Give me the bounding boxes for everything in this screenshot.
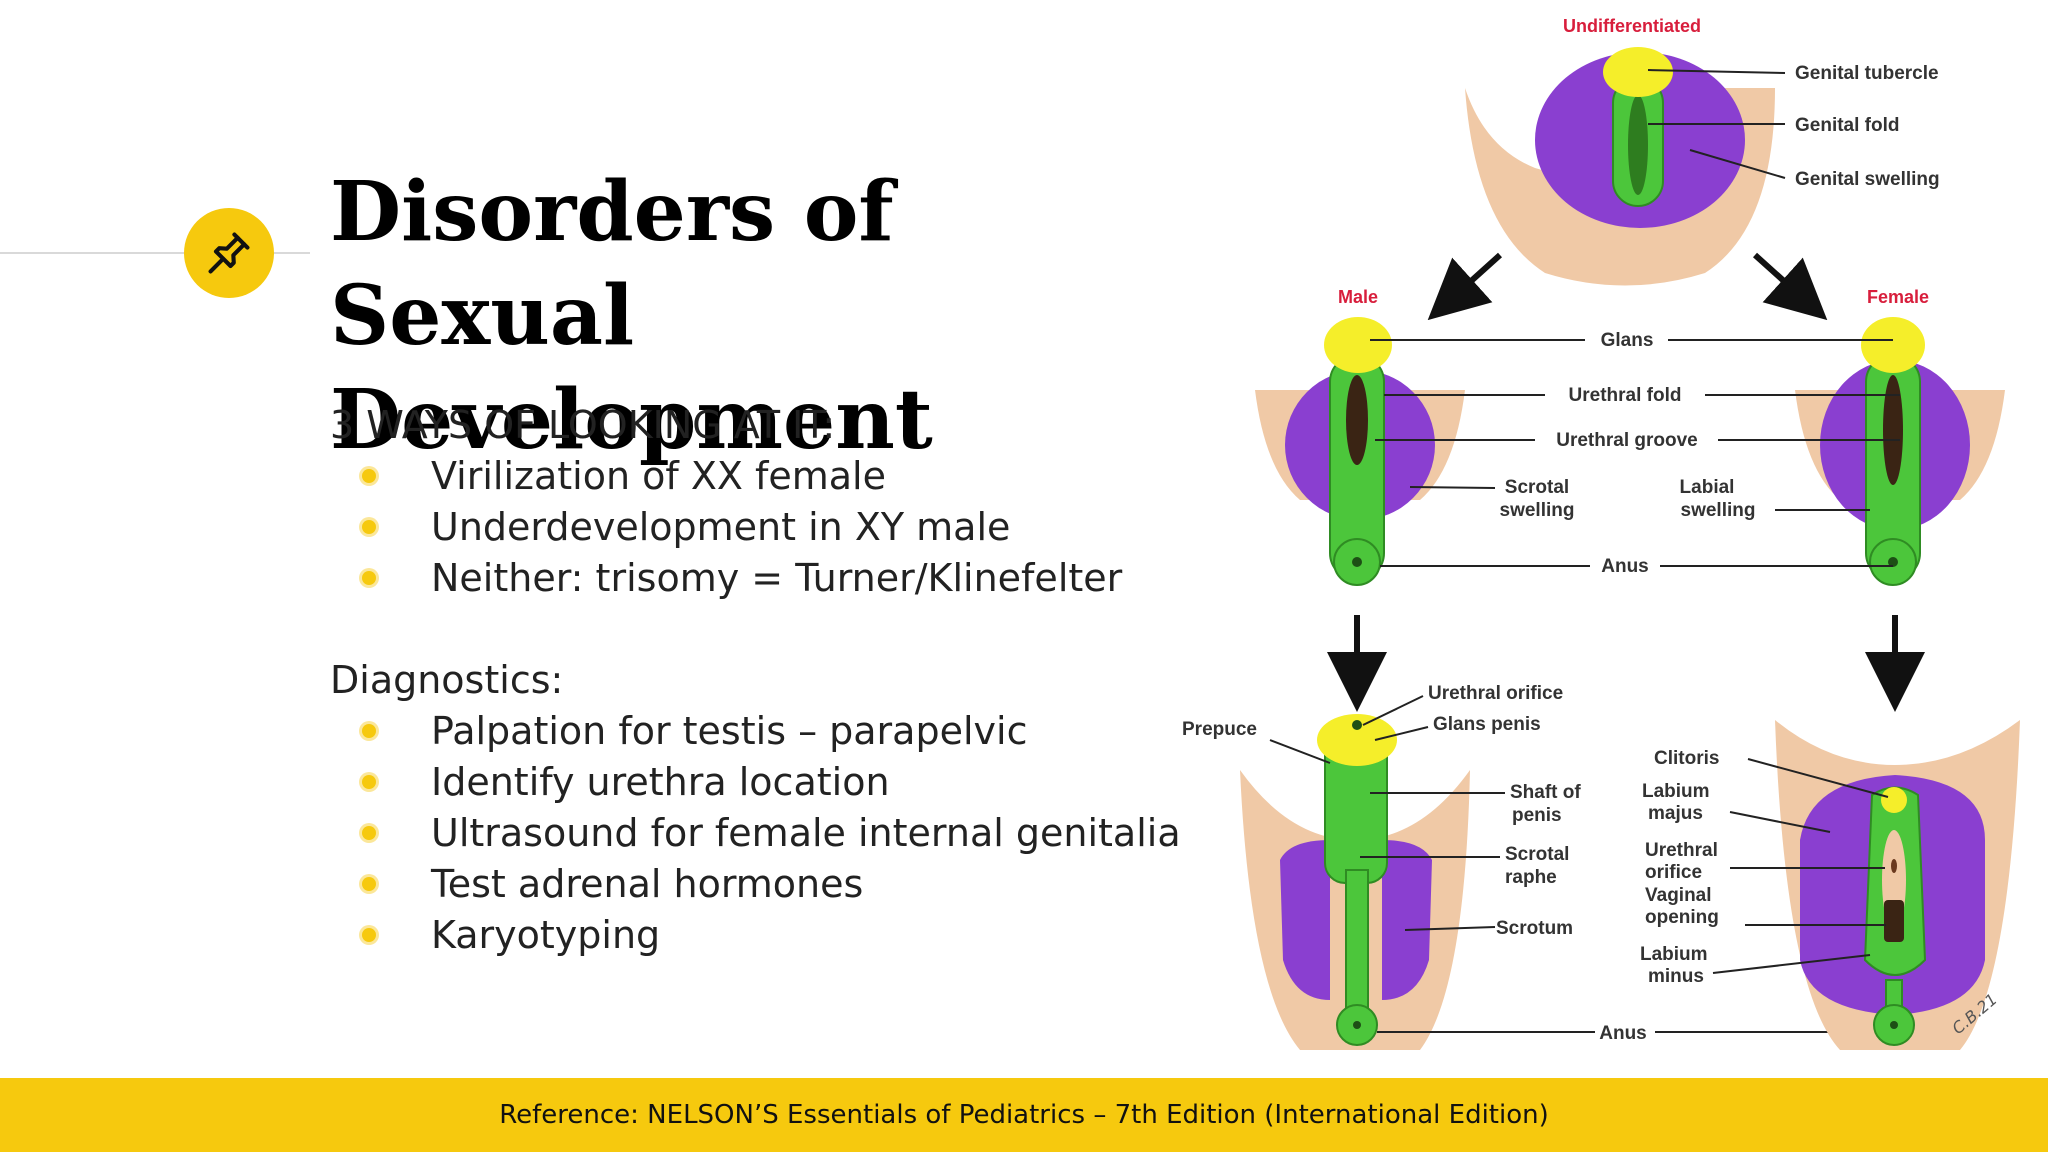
undifferentiated-figure (1465, 47, 1775, 286)
bullet-icon (362, 826, 376, 840)
label-urethral-fold: Urethral fold (1569, 385, 1682, 406)
female-final-leader-lines (1712, 758, 1889, 974)
male-final-leader-lines (1269, 695, 1893, 1033)
label-scrotal-raphe-line2: raphe (1505, 867, 1557, 888)
reference-text: Reference: NELSON’S Essentials of Pediat… (499, 1100, 1549, 1130)
list-item-text: Identify urethra location (431, 760, 890, 804)
title-line-2: Development (330, 372, 933, 468)
label-scrotum: Scrotum (1496, 918, 1573, 939)
bullet-icon (362, 469, 376, 483)
list-item: Virilization of XX female (330, 451, 1190, 502)
bullet-icon (362, 877, 376, 891)
label-labium-minus-line1: Labium (1640, 944, 1708, 965)
list-item-text: Ultrasound for female internal genitalia (431, 811, 1181, 855)
intermediate-leader-lines (1370, 339, 1900, 567)
reference-footer: Reference: NELSON’S Essentials of Pediat… (0, 1078, 2048, 1152)
label-anus-bottom: Anus (1599, 1023, 1647, 1044)
list-item-text: Karyotyping (431, 913, 661, 957)
label-scrotal-swelling-line2: swelling (1500, 500, 1575, 521)
genital-development-diagram: Undifferentiated Genital tubercle Genita… (1182, 16, 2020, 1050)
list-item-text: Test adrenal hormones (431, 862, 864, 906)
list-item: Ultrasound for female internal genitalia (330, 808, 1190, 859)
diagnostics-list: Palpation for testis – parapelvic Identi… (330, 706, 1190, 961)
list-item: Identify urethra location (330, 757, 1190, 808)
label-scrotal-swelling-line1: Scrotal (1505, 477, 1569, 498)
title-line-1: Disorders of Sexual (330, 164, 894, 364)
label-vaginal-opening-line1: Vaginal (1645, 885, 1712, 906)
label-glans-penis: Glans penis (1433, 714, 1541, 735)
label-urethral-orifice: Urethral orifice (1428, 683, 1563, 704)
slide-body: 3 WAYS OF LOOKING AT IT: Virilization of… (330, 400, 1190, 961)
list-item: Underdevelopment in XY male (330, 502, 1190, 553)
label-labial-swelling-line2: swelling (1681, 500, 1756, 521)
stage-label-female: Female (1867, 287, 1929, 307)
spacer (330, 604, 1190, 655)
female-intermediate-figure (1795, 317, 2005, 586)
stage-label-undifferentiated: Undifferentiated (1563, 16, 1701, 36)
label-glans: Glans (1601, 330, 1654, 351)
undiff-leader-lines (1647, 69, 1786, 179)
list-item-text: Palpation for testis – parapelvic (431, 709, 1028, 753)
bullet-icon (362, 724, 376, 738)
bullet-icon (362, 775, 376, 789)
list-item: Neither: trisomy = Turner/Klinefelter (330, 553, 1190, 604)
list-item-text: Underdevelopment in XY male (431, 505, 1011, 549)
label-labium-minus-line2: minus (1648, 966, 1704, 987)
bullet-icon (362, 520, 376, 534)
list-item: Palpation for testis – parapelvic (330, 706, 1190, 757)
stage-label-male: Male (1338, 287, 1378, 307)
pushpin-icon (208, 232, 250, 274)
arrow-to-female (1752, 252, 1828, 321)
male-intermediate-figure (1255, 317, 1465, 586)
label-scrotal-raphe-line1: Scrotal (1505, 844, 1569, 865)
ways-list: Virilization of XX female Underdevelopme… (330, 451, 1190, 604)
label-urethral-groove: Urethral groove (1556, 430, 1697, 451)
female-final-figure (1775, 720, 2020, 1050)
male-final-figure (1240, 714, 1470, 1050)
label-shaft-line1: Shaft of (1510, 782, 1581, 803)
label-prepuce: Prepuce (1182, 719, 1257, 740)
diagnostics-heading: Diagnostics: (330, 658, 564, 702)
list-item-text: Virilization of XX female (431, 454, 886, 498)
label-urethral-orifice-f-line2: orifice (1645, 862, 1702, 883)
label-shaft-line2: penis (1512, 805, 1562, 826)
ways-heading: 3 WAYS OF LOOKING AT IT: (330, 403, 836, 447)
label-labial-swelling-line1: Labial (1680, 477, 1735, 498)
decorative-rule (0, 252, 310, 254)
label-vaginal-opening-line2: opening (1645, 907, 1719, 928)
label-urethral-orifice-f-line1: Urethral (1645, 840, 1718, 861)
bullet-icon (362, 571, 376, 585)
label-genital-tubercle: Genital tubercle (1795, 63, 1939, 84)
label-labium-majus-line1: Labium (1642, 781, 1710, 802)
slide-title: Disorders of Sexual Development (330, 160, 1190, 472)
label-labium-majus-line2: majus (1648, 803, 1703, 824)
list-item: Test adrenal hormones (330, 859, 1190, 910)
arrow-to-male (1427, 252, 1503, 321)
label-genital-swelling: Genital swelling (1795, 169, 1940, 190)
bullet-icon (362, 928, 376, 942)
list-item-text: Neither: trisomy = Turner/Klinefelter (431, 556, 1123, 600)
label-genital-fold: Genital fold (1795, 115, 1900, 136)
pushpin-badge (184, 208, 274, 298)
list-item: Karyotyping (330, 910, 1190, 961)
label-anus: Anus (1601, 556, 1649, 577)
label-clitoris: Clitoris (1654, 748, 1719, 769)
